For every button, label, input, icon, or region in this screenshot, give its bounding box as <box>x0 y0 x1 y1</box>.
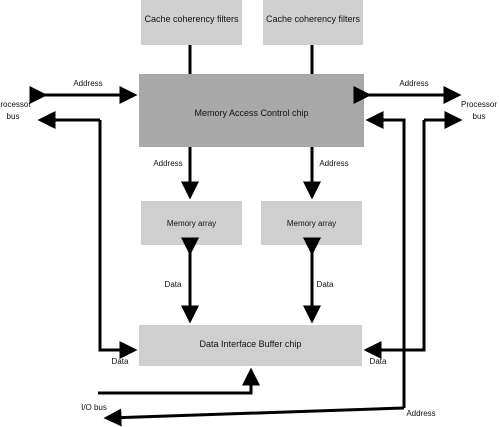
address-label-mid-right: Address <box>319 159 348 168</box>
cache-filter-right-box <box>263 0 363 45</box>
data-interface-buffer-label: Data Interface Buffer chip <box>200 339 302 349</box>
data-label-bottom-right: Data <box>370 357 387 366</box>
data-interface-buffer-box <box>139 325 362 366</box>
memory-array-right-label: Memory array <box>287 219 336 228</box>
bottom-address-arrow <box>103 406 405 427</box>
memory-access-control-box <box>139 74 364 147</box>
processor-bus-left-label-line2: bus <box>7 112 20 121</box>
address-label-top-left: Address <box>73 79 102 88</box>
bottom-address-path <box>365 111 406 408</box>
io-bus-path <box>105 367 260 395</box>
address-label-mid-left: Address <box>153 159 182 168</box>
cache-filter-left-label: Cache coherency filters <box>144 14 239 24</box>
data-label-mid-left: Data <box>165 280 182 289</box>
cache-filter-left-box <box>141 0 242 45</box>
memory-access-control-label: Memory Access Control chip <box>194 108 308 118</box>
address-label-top-right: Address <box>399 79 428 88</box>
processor-bus-right-label-line1: Processor <box>461 100 497 109</box>
processor-bus-left-label-line1: Processor <box>0 100 31 109</box>
processor-bus-right-label-line2: bus <box>473 112 486 121</box>
memory-array-left-label: Memory array <box>167 219 216 228</box>
data-label-mid-right: Data <box>317 280 334 289</box>
cache-filter-right-label: Cache coherency filters <box>266 14 361 24</box>
data-label-bottom-left: Data <box>112 357 129 366</box>
address-label-bottom: Address <box>406 409 435 418</box>
io-bus-label: I/O bus <box>81 403 107 412</box>
processor-bus-left-data-path <box>98 120 138 359</box>
processor-bus-right-data-path <box>363 120 426 359</box>
